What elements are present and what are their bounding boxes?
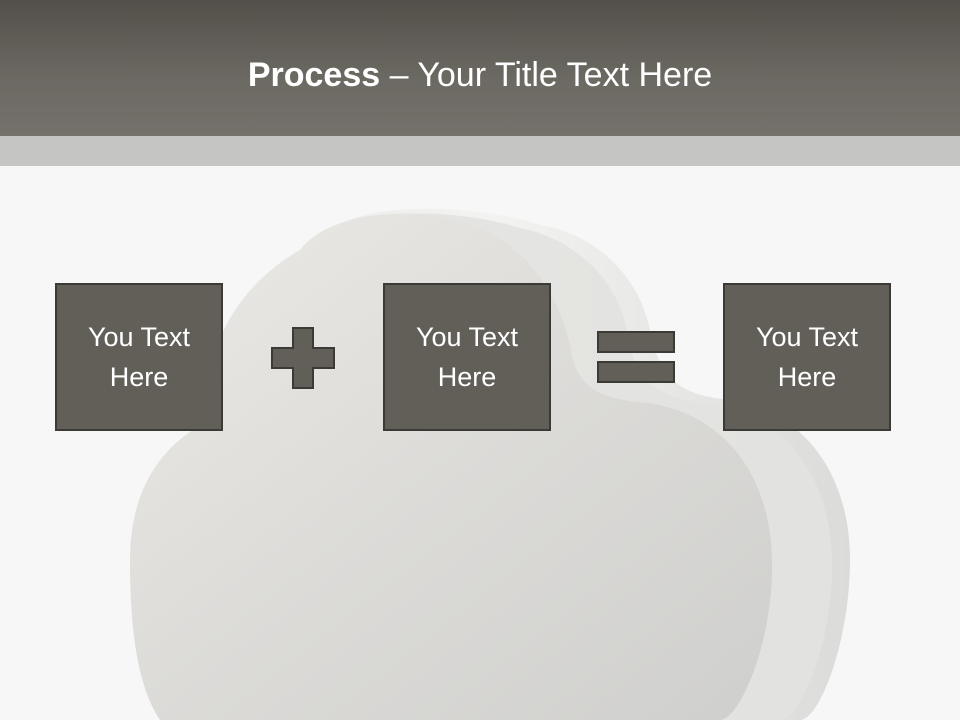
title-bold-part: Process bbox=[247, 56, 381, 94]
text-box-1-label: You Text Here bbox=[87, 322, 191, 392]
plus-icon bbox=[271, 327, 335, 389]
equals-icon bbox=[597, 331, 675, 383]
title-rest-part: – Your Title Text Here bbox=[380, 56, 713, 94]
text-box-2: You Text Here bbox=[383, 283, 551, 431]
slide-title: Process – Your Title Text Here bbox=[0, 50, 960, 100]
divider-stripe bbox=[0, 136, 960, 166]
cloud-front bbox=[130, 213, 773, 720]
text-box-1: You Text Here bbox=[55, 283, 223, 431]
text-box-2-label: You Text Here bbox=[415, 322, 519, 392]
cloud-icon bbox=[130, 208, 850, 720]
text-box-3: You Text Here bbox=[723, 283, 891, 431]
title-bar: Process – Your Title Text Here bbox=[0, 0, 960, 136]
text-box-3-label: You Text Here bbox=[755, 322, 859, 392]
